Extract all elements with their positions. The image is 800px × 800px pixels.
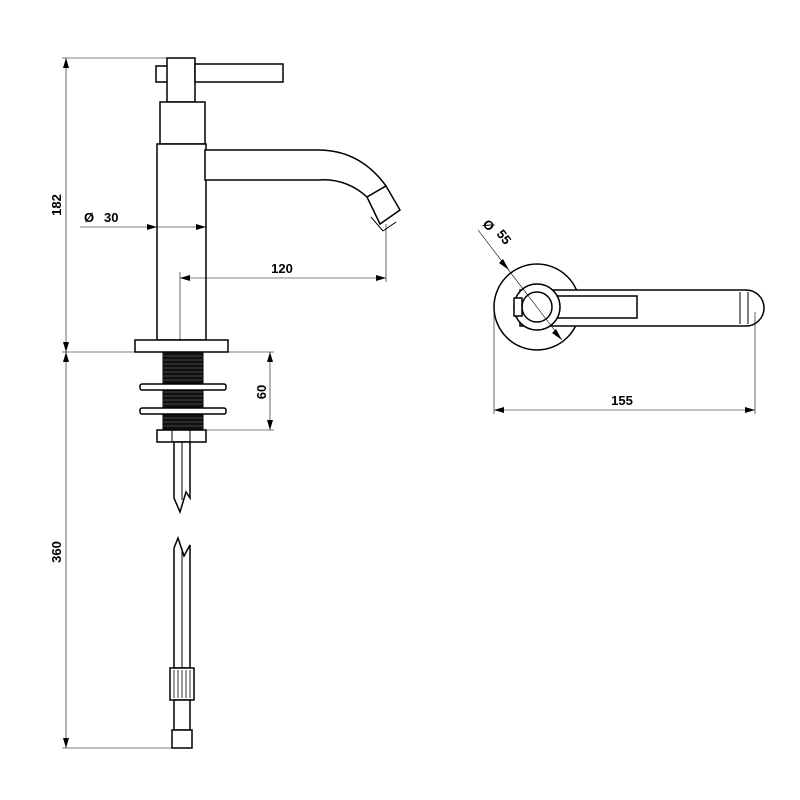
supply-pipe-lower: [169, 535, 195, 749]
washer-lower: [139, 407, 227, 415]
dim-diameter-55-symbol: Ø: [480, 217, 498, 234]
dim-diameter-55: [477, 229, 563, 341]
side-view: 182 360 Ø 30 120: [49, 57, 401, 749]
supply-pipe-upper: [173, 441, 191, 515]
threaded-shank: [162, 351, 204, 431]
dim-label-30: 30: [104, 210, 118, 225]
dim-height-182: [62, 57, 167, 353]
washer-upper: [139, 383, 227, 391]
faucet-upper-body: [159, 101, 206, 145]
dim-label-182: 182: [49, 194, 64, 216]
mounting-nut: [156, 429, 207, 443]
dim-label-55: 55: [494, 227, 515, 248]
dim-diameter-symbol: Ø: [84, 210, 94, 225]
dim-label-120: 120: [271, 261, 293, 276]
dim-label-360: 360: [49, 541, 64, 563]
dim-thread-60: [206, 351, 274, 431]
top-view: Ø 55 155: [477, 217, 765, 414]
dim-supply-360: [62, 352, 172, 749]
dim-label-60: 60: [254, 385, 269, 399]
handle-lever: [155, 57, 284, 103]
dim-diameter-30: [80, 224, 206, 230]
handle-lever-top: [519, 289, 765, 327]
dim-length-155: [493, 307, 756, 414]
faucet-main-body: [156, 143, 207, 341]
dim-reach-120: [179, 224, 387, 340]
dim-label-155: 155: [611, 393, 633, 408]
faucet-spout: [204, 149, 401, 232]
base-flange: [134, 339, 229, 353]
